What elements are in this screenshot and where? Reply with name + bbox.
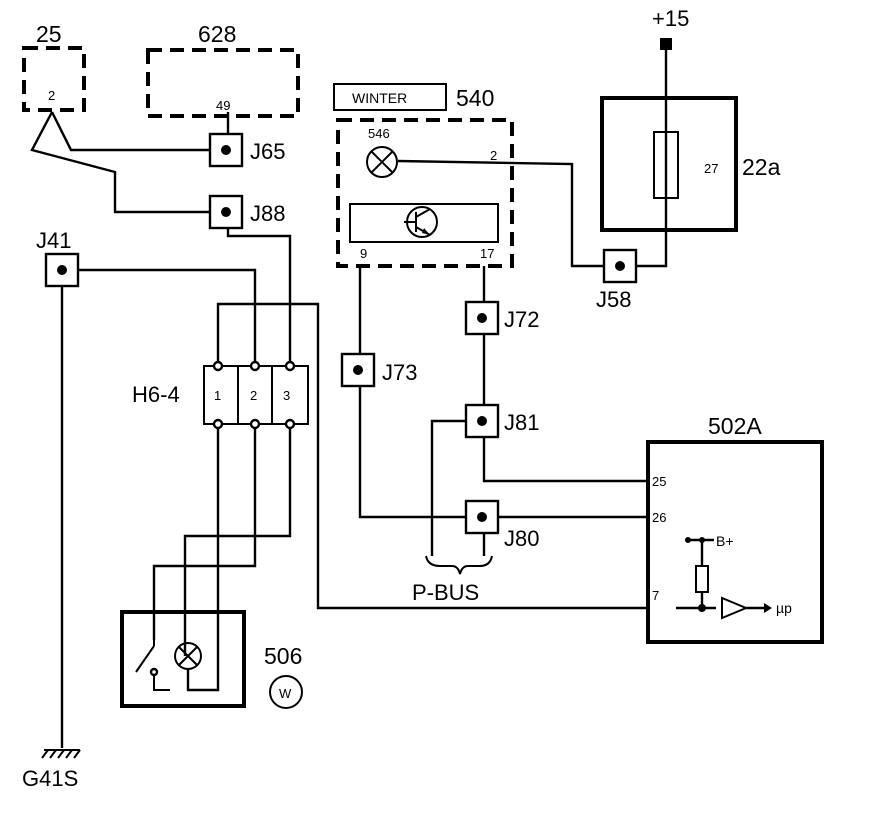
amplifier-icon [721, 596, 772, 620]
component-628: 628 49 [146, 21, 300, 118]
junction-j73-label: J73 [382, 360, 417, 385]
component-540-pin-9: 9 [360, 246, 367, 261]
p-bus-brace [425, 555, 493, 575]
transistor-icon [404, 206, 438, 238]
ground-label: G41S [22, 766, 78, 791]
connector-pin-1: 1 [214, 388, 221, 403]
component-540: WINTER 540 546 2 9 17 [333, 83, 514, 268]
component-502a-pin-7: 7 [652, 588, 659, 603]
lamp-546-label: 546 [368, 126, 390, 141]
junction-j72-label: J72 [504, 307, 539, 332]
connector-pin-3: 3 [283, 388, 290, 403]
component-502a-label: 502A [708, 413, 762, 439]
junction-j88-label: J88 [250, 201, 285, 226]
junction-j41: J41 [36, 228, 80, 288]
junction-j58-label: J58 [596, 287, 631, 312]
component-25-label: 25 [36, 21, 62, 47]
supply-label: +15 [652, 6, 689, 31]
component-628-label: 628 [198, 21, 236, 47]
ground-icon [41, 749, 81, 759]
component-502a-pin-26: 26 [652, 510, 666, 525]
component-540-pin-17: 17 [480, 246, 494, 261]
junction-j41-label: J41 [36, 228, 71, 253]
junction-j65: J65 [208, 132, 285, 168]
wires [30, 38, 672, 748]
component-628-pin: 49 [216, 98, 230, 113]
component-540-label: 540 [456, 85, 494, 111]
junction-j88: J88 [208, 194, 285, 230]
warning-symbol-icon: W [269, 675, 303, 709]
connector-pin-2: 2 [250, 388, 257, 403]
winter-badge: WINTER [352, 90, 407, 106]
junction-j80-label: J80 [504, 526, 539, 551]
junction-j65-label: J65 [250, 139, 285, 164]
component-25: 25 2 [22, 21, 86, 112]
junction-j81-label: J81 [504, 410, 539, 435]
component-502a: 502A 25 26 7 B+ µp [646, 413, 824, 644]
component-502a-pin-25: 25 [652, 474, 666, 489]
component-506-label: 506 [264, 643, 302, 669]
junction-j58: J58 [596, 248, 638, 312]
switch-icon [135, 640, 170, 691]
junction-j81: J81 [464, 403, 539, 439]
component-22a-label: 22a [742, 154, 781, 180]
junction-j72: J72 [464, 300, 539, 336]
connector-h6-4: H6-4 1 2 3 [132, 360, 309, 430]
junction-j80: J80 [464, 499, 539, 551]
microprocessor-output: µp [776, 600, 792, 616]
component-506: 506 W [120, 610, 303, 709]
component-22a: +15 27 22a [600, 6, 781, 232]
component-25-pin: 2 [48, 88, 55, 103]
p-bus-label: P-BUS [412, 580, 479, 605]
lamp-506-icon [174, 642, 202, 670]
component-22a-pin: 27 [704, 161, 718, 176]
connector-h6-4-label: H6-4 [132, 382, 180, 407]
component-540-pin-2: 2 [490, 148, 497, 163]
component-506-symbol: W [279, 686, 292, 701]
junction-j73: J73 [340, 352, 417, 388]
lamp-546-icon [366, 146, 398, 178]
supply-b-plus: B+ [716, 533, 734, 549]
fuse-icon [653, 131, 679, 199]
